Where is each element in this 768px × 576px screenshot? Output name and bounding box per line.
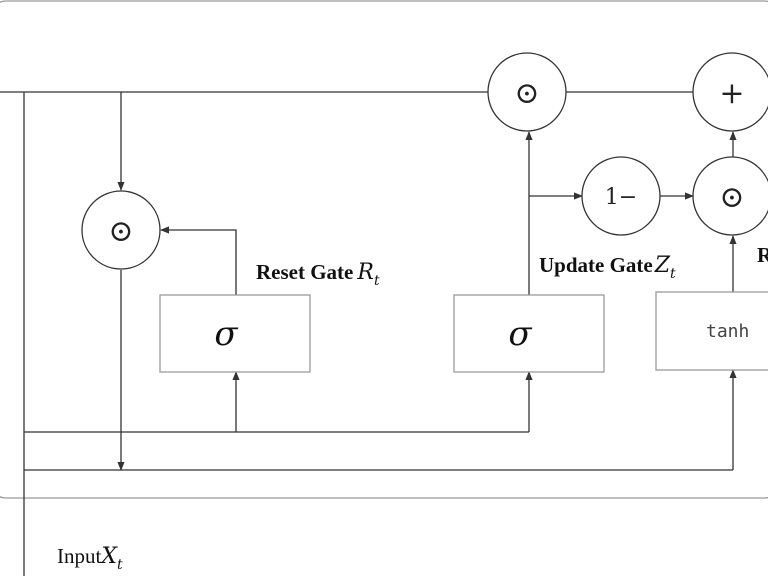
reset-sigma-box <box>159 294 311 373</box>
cell-frame <box>0 0 768 499</box>
top-hadamard-node <box>487 52 567 132</box>
reset-sigma-to-mult-arrow <box>160 226 237 295</box>
tanh-label: tanh <box>706 321 749 342</box>
one-minus-node <box>581 156 661 236</box>
right-hadamard-node <box>692 156 768 236</box>
update-gate-label: Update GateZt <box>539 253 676 282</box>
reset-sigma-symbol: σ <box>214 314 238 354</box>
tanh-box <box>655 291 768 371</box>
plus-symbol: + <box>719 76 744 111</box>
one-minus-symbol: 1− <box>605 185 637 210</box>
reset-hadamard-symbol: ⊙ <box>108 214 133 249</box>
right-cut-label: R <box>757 243 768 267</box>
reset-hadamard-node <box>81 190 161 270</box>
right-hadamard-symbol: ⊙ <box>719 180 744 215</box>
input-label: InputXt <box>57 544 123 573</box>
update-sigma-box <box>453 294 605 373</box>
plus-node <box>692 52 768 132</box>
top-hadamard-symbol: ⊙ <box>514 76 539 111</box>
update-sigma-symbol: σ <box>508 314 532 354</box>
